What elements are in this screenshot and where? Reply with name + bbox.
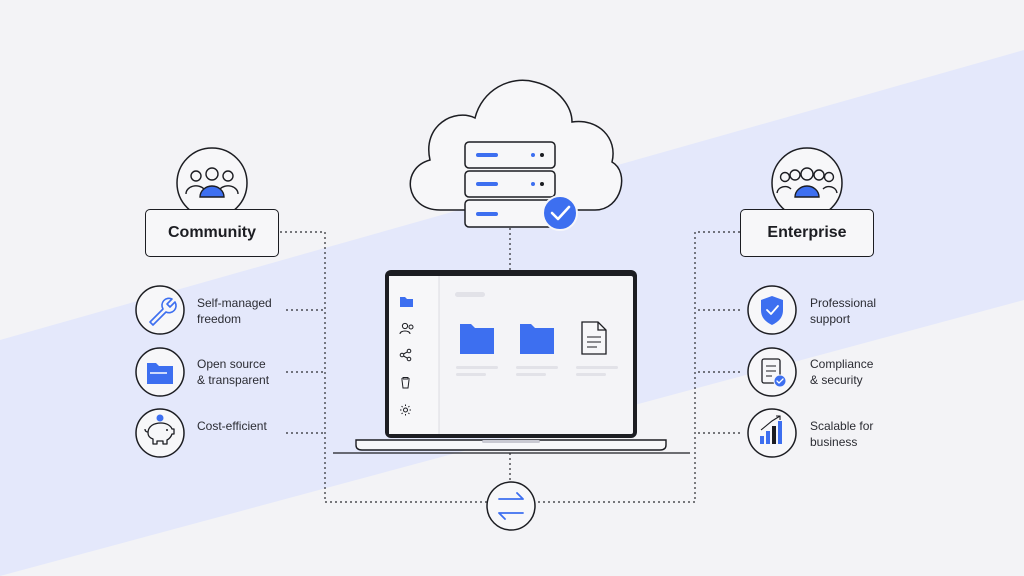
laptop-document: [576, 321, 618, 376]
feature-line-1: Self-managed: [197, 296, 272, 310]
community-feature-self-managed: Self-managed freedom: [197, 295, 272, 327]
piggy-bank-icon: [135, 408, 185, 458]
bar-chart-growth-icon: [747, 408, 797, 458]
feature-line-2: business: [810, 435, 858, 449]
feature-line-1: Scalable for: [810, 419, 874, 433]
compliance-document-icon: [747, 347, 797, 397]
community-feature-open-source: Open source & transparent: [197, 356, 269, 388]
folder-icon: [135, 347, 185, 397]
enterprise-users-icon: [771, 147, 843, 219]
enterprise-feature-compliance: Compliance & security: [810, 356, 873, 388]
connector-lines: [280, 228, 740, 503]
enterprise-title: Enterprise: [740, 209, 874, 257]
sync-arrows-icon: [486, 481, 536, 531]
feature-line-2: & transparent: [197, 373, 270, 387]
feature-line-1: Compliance: [810, 357, 874, 371]
enterprise-feature-support: Professional support: [810, 295, 876, 327]
server-stack: [464, 141, 556, 228]
check-badge-icon: [542, 195, 578, 231]
laptop-file-manager-icon: [333, 270, 690, 454]
cloud-server-icon: [409, 79, 623, 231]
wrench-icon: [135, 285, 185, 335]
feature-line-1: Open source: [197, 357, 266, 371]
feature-line-2: & security: [810, 373, 863, 387]
feature-line-2: freedom: [197, 312, 242, 326]
enterprise-feature-scalable: Scalable for business: [810, 418, 873, 450]
community-feature-cost-efficient: Cost-efficient: [197, 418, 267, 434]
community-title: Community: [145, 209, 279, 257]
feature-line-1: Cost-efficient: [197, 419, 267, 433]
laptop-sidebar-icons: [399, 297, 414, 416]
feature-line-1: Professional: [810, 296, 877, 310]
community-users-icon: [176, 147, 248, 219]
feature-line-2: support: [810, 312, 851, 326]
laptop-folder-1: [456, 324, 498, 376]
laptop-folder-2: [516, 324, 558, 376]
shield-check-icon: [747, 285, 797, 335]
